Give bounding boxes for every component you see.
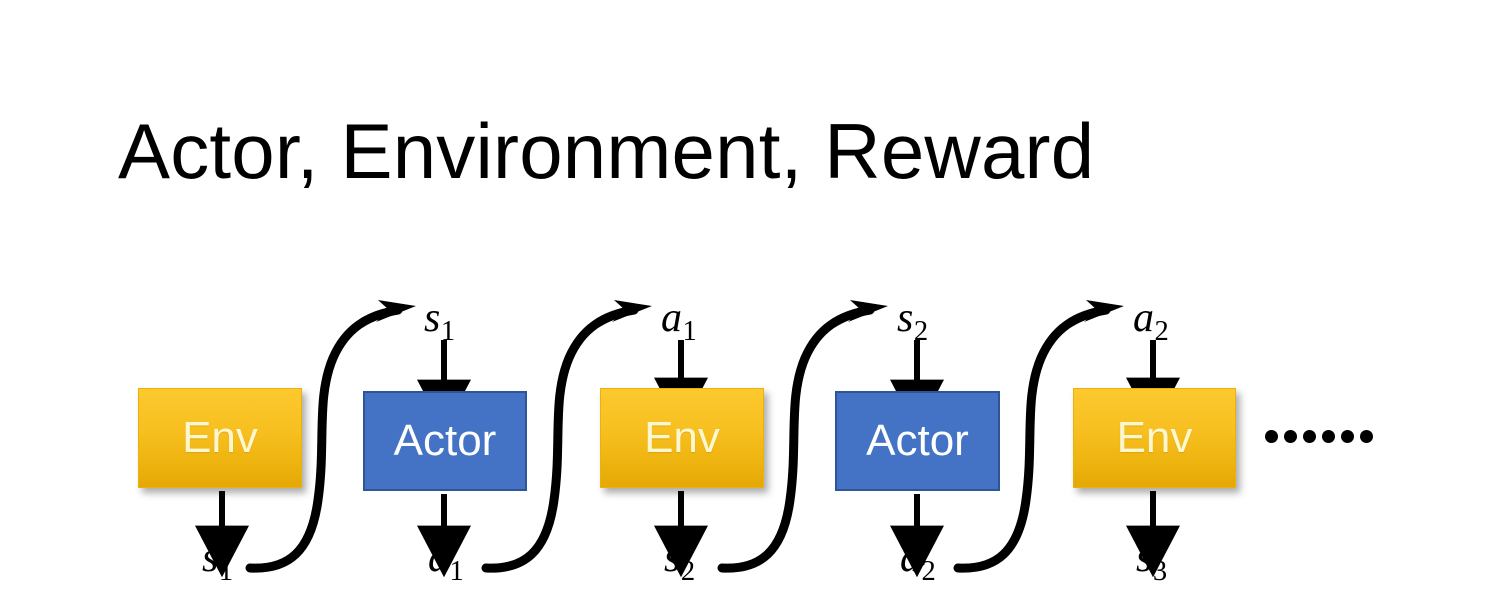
subscript: 2 [680, 555, 696, 587]
arrows-into-boxes [417, 340, 1180, 432]
label-bottom-a1: a1 [428, 537, 464, 586]
subscript: 2 [1154, 315, 1169, 347]
curve-s1 [245, 305, 403, 573]
node-env-3[interactable]: Env [1073, 388, 1236, 488]
ellipsis-dot [1322, 430, 1335, 443]
node-actor-1[interactable]: Actor [363, 391, 527, 491]
ellipsis-group-1 [1265, 430, 1316, 443]
symbol: a [661, 295, 682, 341]
curve-s2 [717, 305, 875, 573]
subscript: 1 [682, 315, 697, 347]
label-bottom-s1: s1 [202, 537, 233, 586]
label-bottom-a2: a2 [900, 537, 936, 586]
ellipsis-dot [1284, 430, 1297, 443]
curve-a2-arrowhead [1084, 300, 1124, 322]
label-top-a1: a1 [661, 297, 697, 346]
label-top-s1: s1 [424, 297, 455, 346]
label-bottom-s2: s2 [664, 537, 695, 586]
page-title: Actor, Environment, Reward [118, 107, 1095, 195]
subscript: 2 [913, 315, 929, 347]
ellipsis-group-2 [1322, 430, 1373, 443]
symbol: s [424, 295, 441, 341]
subscript: 1 [440, 315, 456, 347]
subscript: 1 [449, 555, 464, 587]
subscript: 1 [218, 555, 234, 587]
node-label: Actor [866, 416, 969, 465]
symbol: s [1136, 535, 1153, 581]
curved-connectors [245, 305, 1111, 573]
node-env-2[interactable]: Env [600, 388, 764, 488]
symbol: s [202, 535, 219, 581]
ellipsis-dot [1303, 430, 1316, 443]
ellipsis-dot [1360, 430, 1373, 443]
curve-arrowheads [376, 300, 1124, 322]
curve-a1-arrowhead [612, 300, 652, 322]
node-label: Env [182, 413, 258, 462]
curve-s1-arrowhead [376, 300, 416, 322]
curve-a1 [481, 305, 639, 573]
symbol: a [428, 535, 449, 581]
ellipsis-dot [1265, 430, 1278, 443]
arrows-out-of-boxes [195, 491, 1180, 578]
node-actor-2[interactable]: Actor [835, 391, 1000, 491]
continuation-ellipsis [1265, 430, 1373, 443]
symbol: s [664, 535, 681, 581]
curve-a2 [953, 305, 1111, 573]
node-label: Actor [393, 416, 497, 465]
node-env-1[interactable]: Env [138, 388, 302, 488]
symbol: a [1133, 295, 1154, 341]
symbol: s [897, 295, 914, 341]
subscript: 2 [921, 555, 936, 587]
label-bottom-s3: s3 [1136, 537, 1167, 586]
symbol: a [900, 535, 921, 581]
label-top-a2: a2 [1133, 297, 1169, 346]
curve-s2-arrowhead [848, 300, 888, 322]
node-label: Env [644, 413, 720, 462]
subscript: 3 [1152, 555, 1168, 587]
ellipsis-dot [1341, 430, 1354, 443]
node-label: Env [1116, 413, 1193, 462]
label-top-s2: s2 [897, 297, 928, 346]
